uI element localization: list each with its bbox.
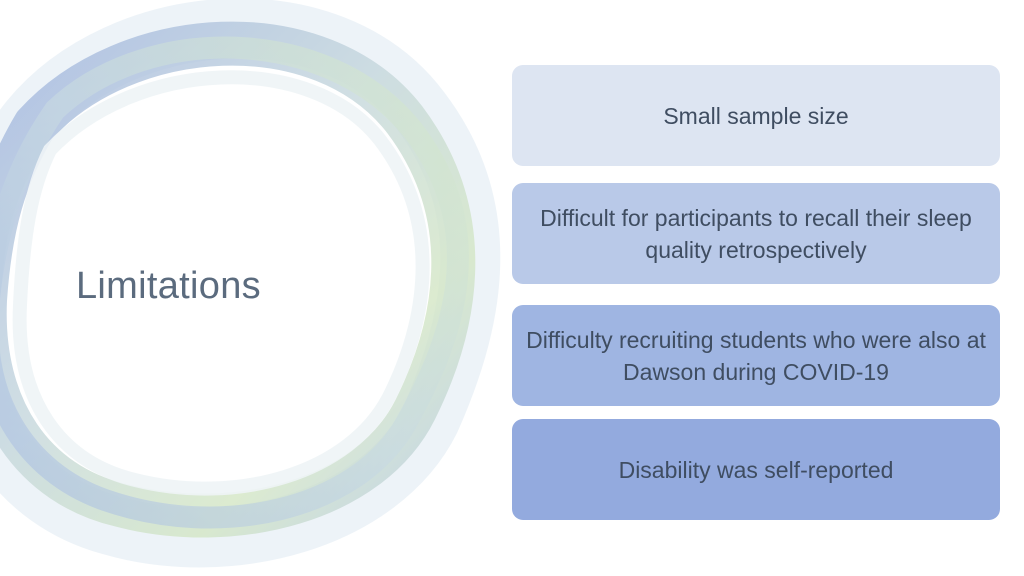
ring-band-secondary (0, 36, 469, 529)
limitation-item-1-text: Small sample size (663, 102, 849, 129)
limitation-item-3: Difficulty recruiting students who were … (512, 305, 1000, 406)
limitation-item-4: Disability was self-reported (512, 419, 1000, 520)
slide-title: Limitations (76, 265, 261, 307)
limitation-item-4-text: Disability was self-reported (618, 456, 894, 483)
limitation-item-1: Small sample size (512, 65, 1000, 166)
ring-inner-edge (12, 70, 430, 496)
limitation-item-2-text: Difficult for participants to recall the… (540, 204, 972, 263)
limitation-item-3-text: Difficulty recruiting students who were … (526, 326, 986, 385)
limitation-item-2: Difficult for participants to recall the… (512, 183, 1000, 284)
